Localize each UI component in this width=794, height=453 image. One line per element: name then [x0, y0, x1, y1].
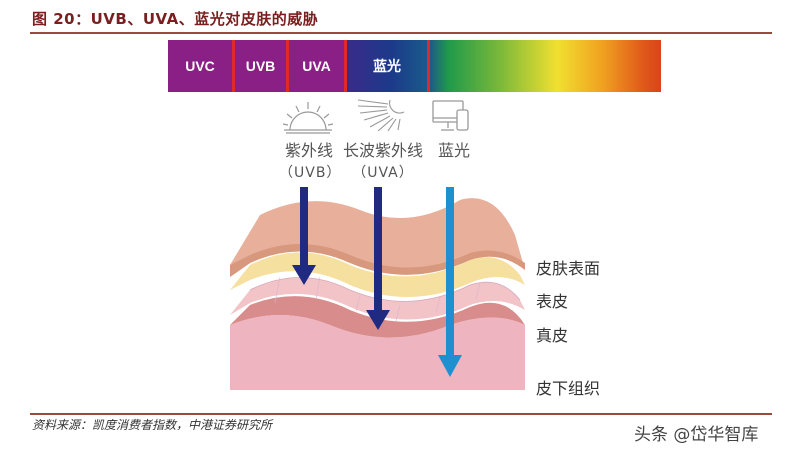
figure-title: 图 20：UVB、UVA、蓝光对皮肤的威胁: [32, 10, 319, 28]
band-separator: [232, 40, 235, 92]
band-uva: UVA: [289, 40, 344, 92]
band-uvc: UVC: [168, 40, 232, 92]
source-note: 资料来源：凯度消费者指数，中港证券研究所: [32, 418, 273, 432]
band-separator: [344, 40, 347, 92]
blue-light-arrow: [438, 187, 462, 377]
band-visible-light: [430, 40, 661, 92]
uva-arrow: [366, 187, 390, 330]
devices-icon: [432, 100, 469, 131]
band-separator: [427, 40, 430, 92]
band-blue-light: 蓝光: [347, 40, 427, 92]
uvb-label: 紫外线 （UVB）: [279, 141, 342, 181]
blue-light-label: 蓝光: [437, 141, 470, 160]
layer-label-dermis: 真皮: [536, 326, 569, 345]
band-uvb: UVB: [235, 40, 286, 92]
spectrum-bar: UVC UVB UVA 蓝光: [168, 40, 661, 92]
skin-layers-diagram: [230, 187, 525, 390]
sun-icon: [282, 102, 334, 134]
band-separator: [286, 40, 289, 92]
sun-rays-icon: [357, 99, 405, 132]
footer-rule: [30, 413, 772, 415]
layer-label-subcutaneous: 皮下组织: [536, 379, 601, 398]
title-rule: [30, 32, 772, 34]
uvb-arrow: [292, 187, 316, 285]
watermark: 头条 @岱华智库: [634, 425, 759, 445]
layer-label-epidermis: 表皮: [536, 292, 569, 311]
layer-label-skin-surface: 皮肤表面: [536, 259, 601, 278]
uva-label: 长波紫外线 （UVA）: [342, 141, 423, 181]
